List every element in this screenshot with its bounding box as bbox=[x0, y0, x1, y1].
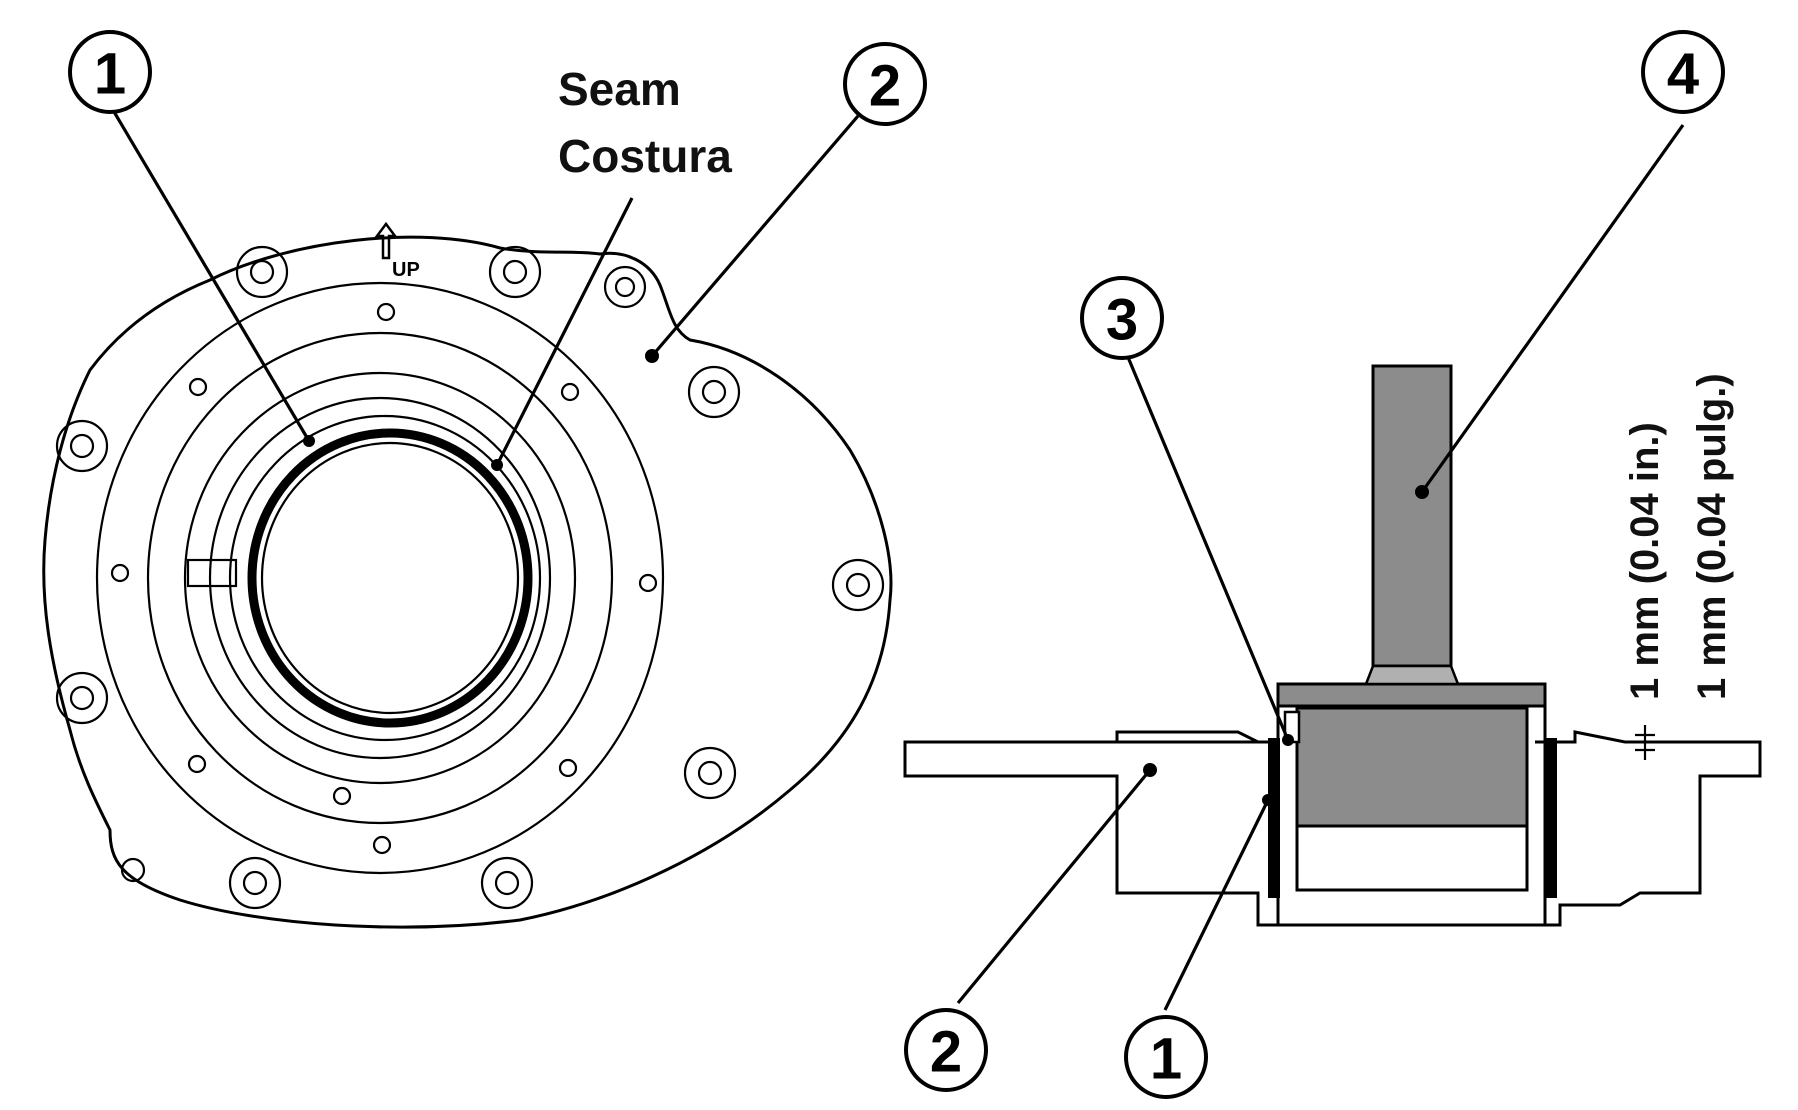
dimension-label-en: 1 mm (0.04 in.) bbox=[1623, 422, 1667, 700]
cover-front-view: UP Seam Costura 1 2 bbox=[42, 30, 927, 929]
up-mark-text: UP bbox=[392, 259, 420, 281]
dimension-label-es: 1 mm (0.04 pulg.) bbox=[1690, 373, 1734, 700]
oil-seal bbox=[247, 428, 533, 728]
cross-section-view: 1 mm (0.04 in.) 1 mm (0.04 pulg.) 4 3 2 … bbox=[903, 30, 1762, 1099]
callout-4-number: 4 bbox=[1667, 42, 1699, 107]
callout-2-left: 2 bbox=[843, 42, 927, 126]
callout-1-left-number: 1 bbox=[94, 42, 126, 107]
callout-4: 4 bbox=[1641, 30, 1725, 114]
installer-tool-handle bbox=[1371, 364, 1453, 668]
oil-seal-left bbox=[1268, 738, 1280, 898]
callout-3: 3 bbox=[1080, 276, 1164, 360]
callout-3-number: 3 bbox=[1106, 288, 1138, 353]
callout-1-right: 1 bbox=[1124, 1015, 1208, 1099]
seam-label: Seam bbox=[558, 63, 681, 115]
oil-seal-right bbox=[1545, 738, 1557, 898]
up-mark: UP bbox=[374, 221, 420, 281]
callout-2-right-number: 2 bbox=[930, 1020, 962, 1085]
callout-2-left-number: 2 bbox=[869, 54, 901, 119]
callout-2-right: 2 bbox=[904, 1008, 988, 1092]
bolt-holes bbox=[55, 245, 885, 910]
costura-label: Costura bbox=[558, 130, 732, 182]
installer-tool-body bbox=[1295, 706, 1529, 828]
screw-holes bbox=[110, 302, 658, 855]
callout-1-right-number: 1 bbox=[1150, 1027, 1182, 1092]
callout-1-left: 1 bbox=[68, 30, 152, 114]
